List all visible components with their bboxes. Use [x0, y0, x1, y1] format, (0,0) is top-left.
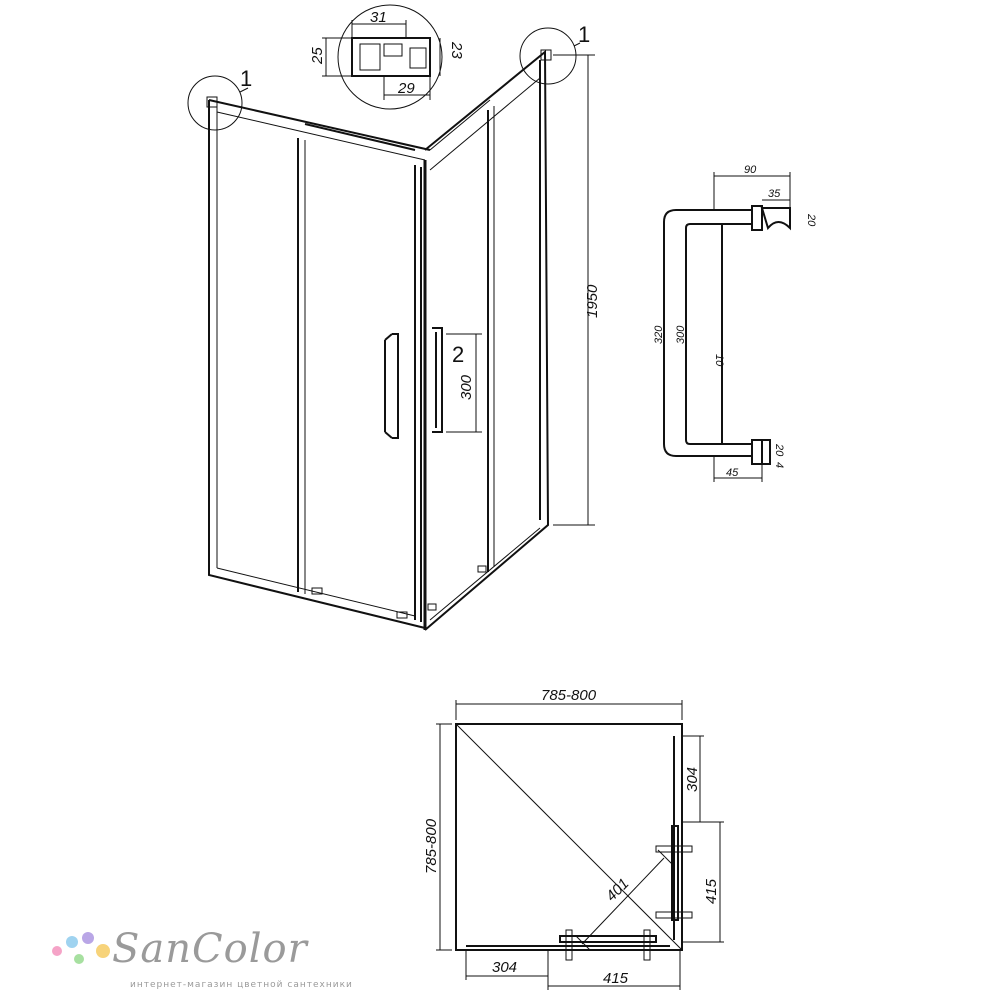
handle-inner-height: 300 — [675, 325, 687, 344]
handle-width: 90 — [744, 164, 757, 176]
profile-dim-top: 31 — [370, 9, 387, 26]
handle-right — [432, 327, 443, 433]
brand-name: SanColor — [112, 926, 308, 972]
brand-tagline: интернет-магазин цветной сантехники — [130, 980, 353, 990]
callout-label-right: 1 — [578, 22, 590, 47]
profile-detail — [322, 4, 443, 110]
callout-circle-left — [187, 75, 243, 131]
logo-dot-5 — [74, 954, 84, 964]
plan-panel-right: 415 — [703, 878, 720, 904]
logo-dot-1 — [52, 946, 62, 956]
plan-view — [436, 700, 724, 990]
handle-bar: 10 — [713, 354, 725, 367]
handle-detail — [663, 172, 791, 482]
callout-circle-right — [519, 27, 577, 85]
handle-offset: 4 — [773, 462, 785, 468]
handle-bracket-height-top: 20 — [805, 213, 817, 227]
enclosure-height: 1950 — [584, 284, 601, 318]
logo-dot-2 — [66, 936, 78, 948]
plan-panel-bottom: 415 — [603, 970, 629, 987]
plan-door-bottom: 304 — [492, 959, 517, 976]
profile-dim-bottom: 29 — [397, 80, 415, 97]
handle-left — [384, 333, 399, 439]
handle-length: 300 — [458, 374, 475, 400]
logo-dot-4 — [96, 944, 110, 958]
handle-base: 45 — [726, 467, 739, 479]
callout-label-handle: 2 — [452, 342, 464, 367]
handle-bracket-height-bottom: 20 — [773, 443, 785, 457]
enclosure-view — [187, 27, 595, 631]
plan-depth: 785-800 — [423, 818, 440, 874]
handle-total-height: 320 — [653, 325, 665, 344]
profile-dim-left: 25 — [309, 47, 326, 65]
callout-label-left: 1 — [240, 66, 252, 91]
handle-bracket: 35 — [768, 188, 781, 200]
profile-dim-right: 23 — [448, 41, 465, 59]
logo-dot-3 — [82, 932, 94, 944]
plan-diagonal: 401 — [603, 875, 633, 905]
plan-width: 785-800 — [541, 687, 597, 704]
plan-door-right: 304 — [684, 767, 701, 792]
